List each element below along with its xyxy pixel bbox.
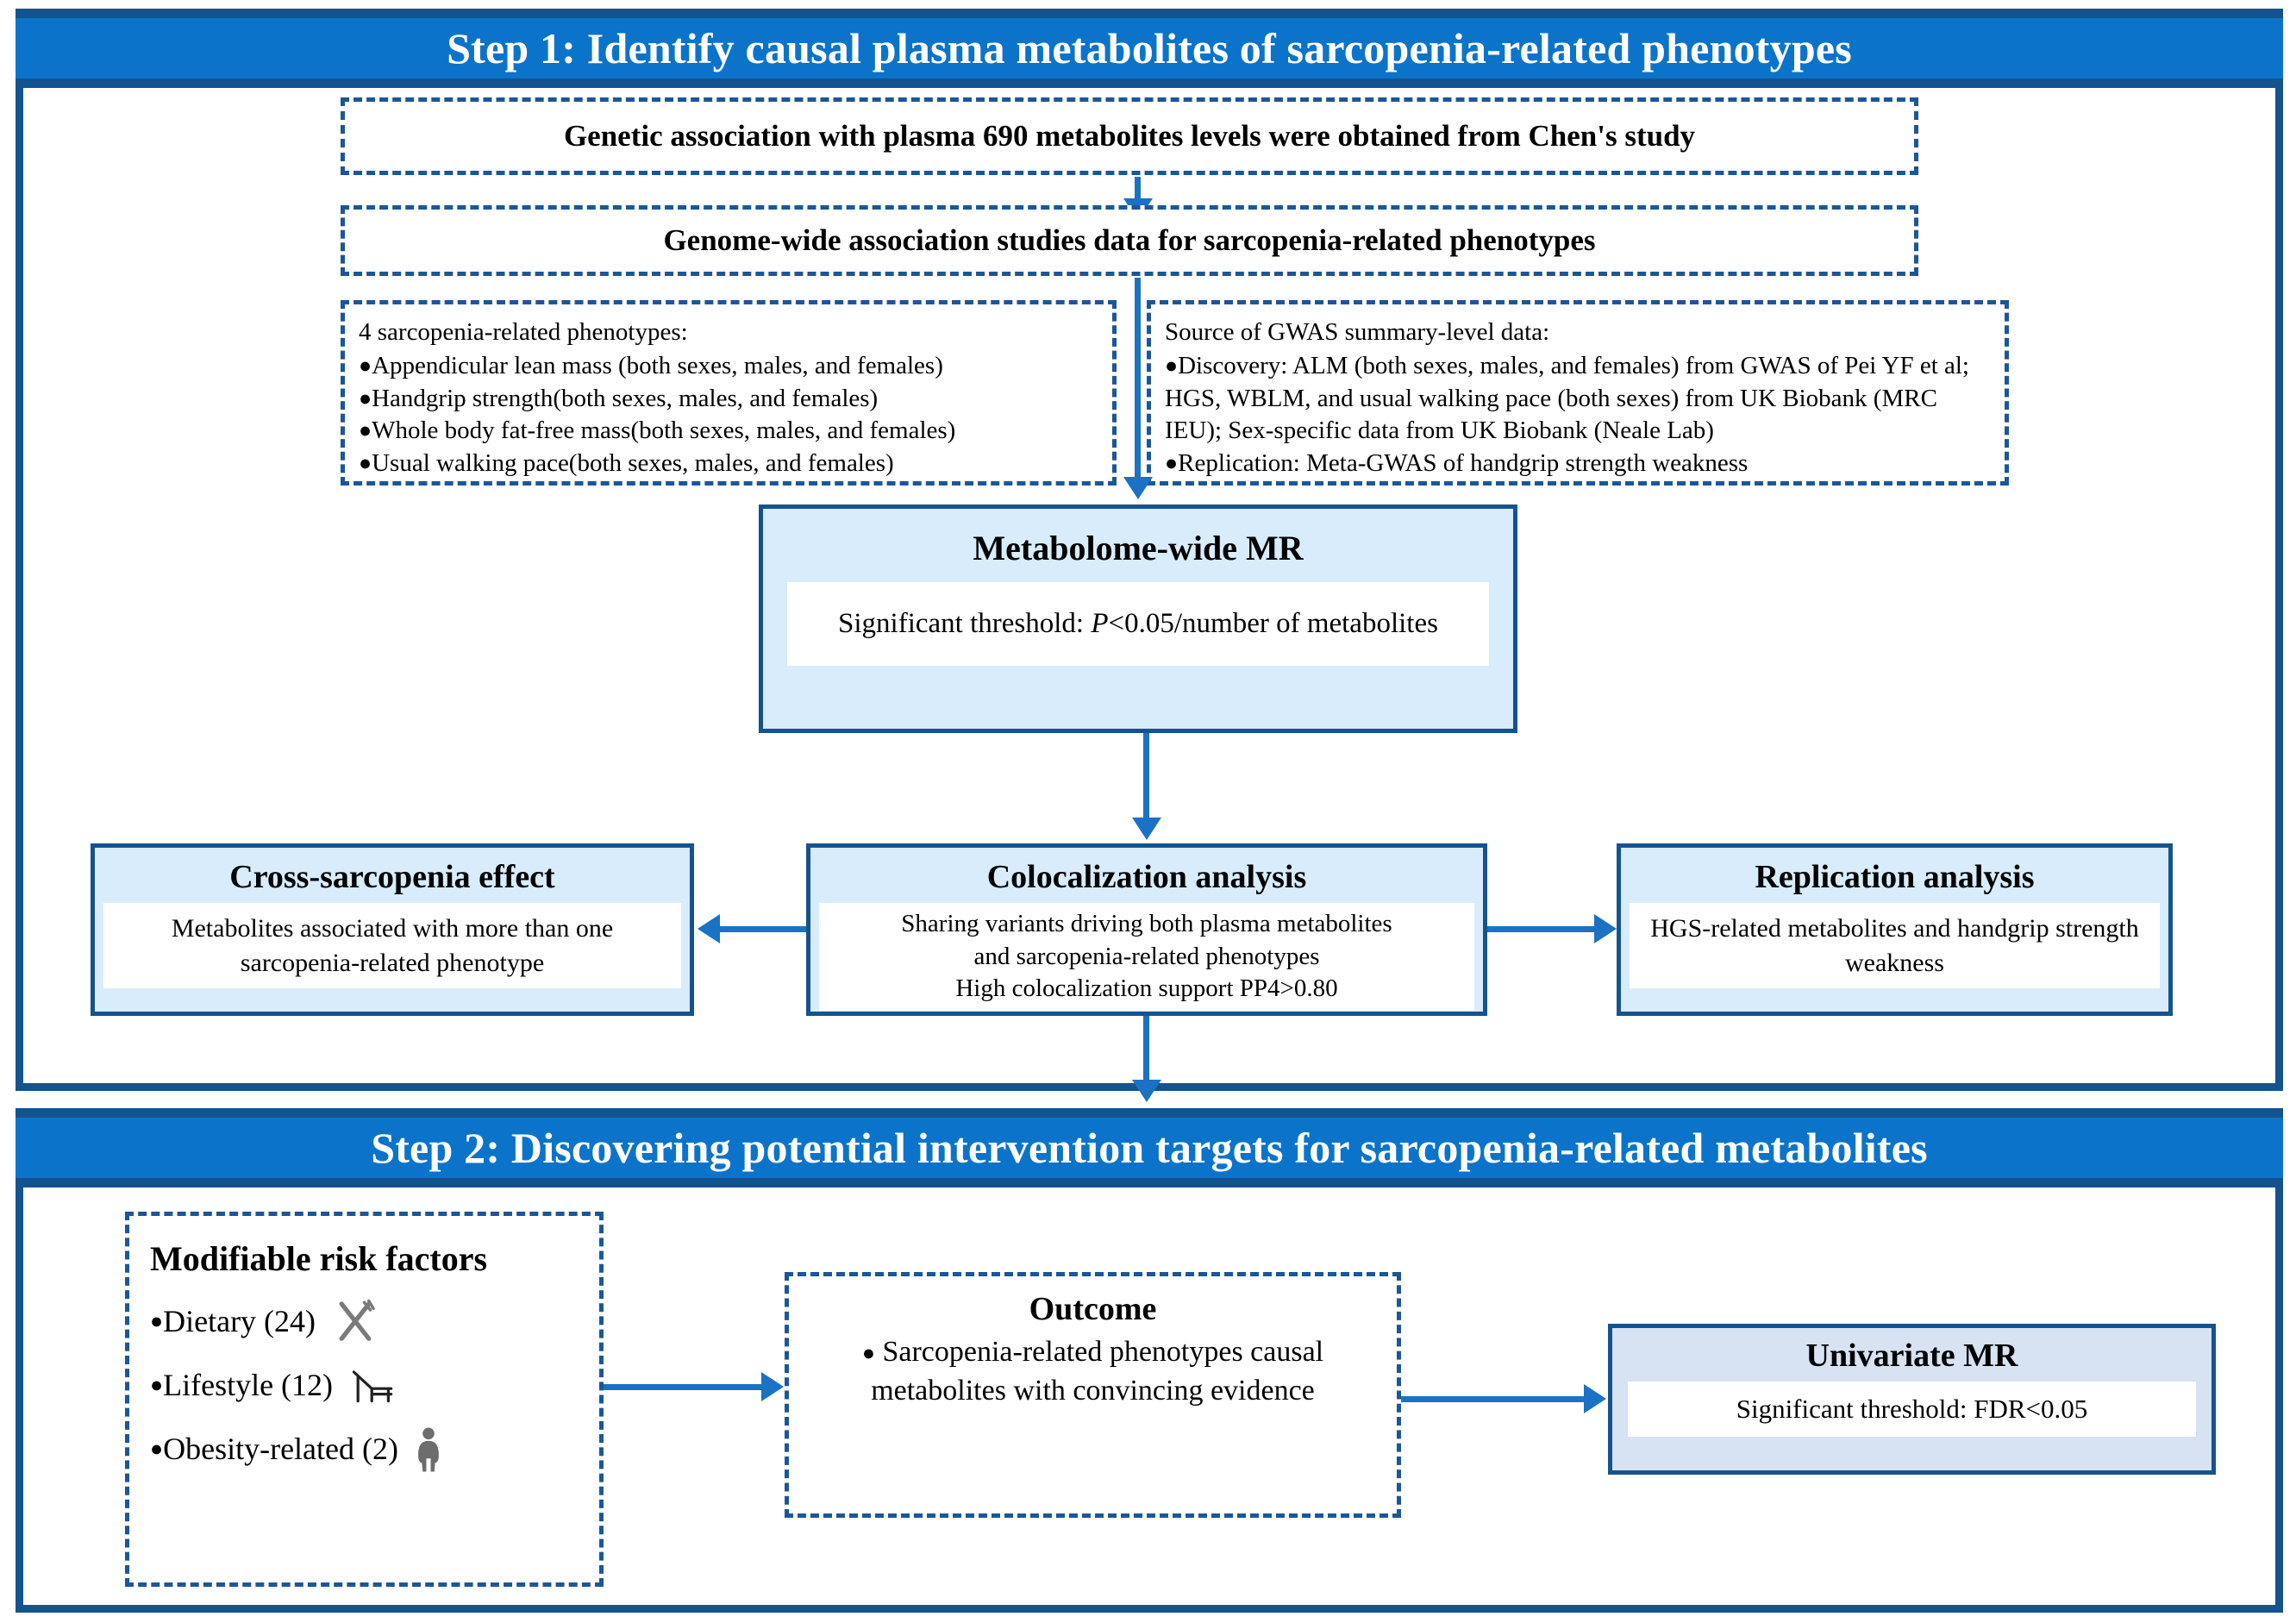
colocalization-line-1: Sharing variants driving both plasma met… — [901, 910, 1392, 937]
source-item: ●Replication: Meta-GWAS of handgrip stre… — [1165, 448, 1991, 480]
step1-banner-text: Step 1: Identify causal plasma metabolit… — [447, 24, 1852, 72]
outcome-text: Sarcopenia-related phenotypes causal met… — [871, 1336, 1324, 1407]
risk-factor-item-dietary: ● Dietary (24) — [150, 1298, 584, 1346]
step2-banner: Step 2: Discovering potential interventi… — [16, 1108, 2283, 1187]
phenotype-item: ●Appendicular lean mass (both sexes, mal… — [359, 350, 1098, 383]
outcome-box: Outcome ● Sarcopenia-related phenotypes … — [785, 1272, 1401, 1518]
threshold-prefix: Significant threshold: — [838, 608, 1092, 639]
colocalization-title: Colocalization analysis — [986, 859, 1307, 895]
metabolome-wide-mr-title: Metabolome-wide MR — [973, 529, 1304, 567]
metabolome-wide-mr-box: Metabolome-wide MR Significant threshold… — [759, 504, 1517, 733]
bullet-icon: ● — [359, 419, 372, 443]
phenotype-item: ●Usual walking pace(both sexes, males, a… — [359, 448, 1098, 480]
gwas-data-box: Genome-wide association studies data for… — [341, 205, 1918, 276]
chen-study-text: Genetic association with plasma 690 meta… — [563, 119, 1696, 153]
source-label: Replication: Meta-GWAS of handgrip stren… — [1178, 449, 1749, 478]
bullet-icon: ● — [1165, 354, 1179, 379]
bullet-icon: ● — [1165, 452, 1179, 476]
step1-banner: Step 1: Identify causal plasma metabolit… — [16, 9, 2283, 88]
colocalization-body: Sharing variants driving both plasma met… — [819, 903, 1474, 1012]
bullet-icon: ● — [359, 452, 372, 476]
cross-sarcopenia-effect-box: Cross-sarcopenia effect Metabolites asso… — [91, 843, 694, 1016]
phenotype-item: ●Handgrip strength(both sexes, males, an… — [359, 383, 1098, 416]
chen-study-source-box: Genetic association with plasma 690 meta… — [341, 97, 1918, 175]
step2-banner-text: Step 2: Discovering potential interventi… — [371, 1124, 1928, 1172]
phenotype-label: Handgrip strength(both sexes, males, and… — [372, 384, 879, 412]
bullet-icon: ● — [359, 354, 372, 379]
threshold-suffix: <0.05/number of metabolites — [1108, 608, 1438, 639]
phenotype-item: ●Whole body fat-free mass(both sexes, ma… — [359, 415, 1098, 448]
bullet-icon: ● — [359, 386, 372, 410]
modifiable-risk-factors-box: Modifiable risk factors ● Dietary (24) — [125, 1212, 604, 1587]
phenotype-label: Appendicular lean mass (both sexes, male… — [372, 352, 943, 380]
fork-knife-icon — [331, 1298, 379, 1346]
gwas-data-text: Genome-wide association studies data for… — [663, 223, 1596, 257]
metabolome-wide-mr-threshold: Significant threshold: P<0.05/number of … — [787, 582, 1489, 666]
phenotype-label: Whole body fat-free mass(both sexes, mal… — [372, 417, 956, 445]
phenotypes-heading: 4 sarcopenia-related phenotypes: — [359, 318, 688, 346]
risk-factor-label: Dietary (24) — [163, 1304, 316, 1339]
risk-factor-item-obesity: ● Obesity-related (2) — [150, 1426, 584, 1474]
risk-factors-title: Modifiable risk factors — [150, 1239, 488, 1278]
person-icon — [414, 1426, 443, 1474]
source-item: ●Discovery: ALM (both sexes, males, and … — [1165, 350, 1991, 448]
colocalization-line-3: High colocalization support PP4>0.80 — [955, 974, 1338, 1003]
phenotype-label: Usual walking pace(both sexes, males, an… — [372, 449, 894, 478]
outcome-body: ● Sarcopenia-related phenotypes causal m… — [804, 1333, 1381, 1411]
cross-sarcopenia-title: Cross-sarcopenia effect — [229, 859, 555, 895]
cross-sarcopenia-body: Metabolites associated with more than on… — [103, 903, 681, 989]
replication-analysis-box: Replication analysis HGS-related metabol… — [1617, 843, 2173, 1016]
bullet-icon: ● — [150, 1310, 164, 1334]
deck-chair-icon — [348, 1365, 397, 1407]
threshold-p-symbol: P — [1091, 608, 1109, 639]
bullet-icon: ● — [150, 1438, 164, 1462]
sources-heading: Source of GWAS summary-level data: — [1165, 318, 1550, 346]
replication-title: Replication analysis — [1755, 859, 2035, 895]
source-label: Discovery: ALM (both sexes, males, and f… — [1165, 352, 1969, 445]
replication-body: HGS-related metabolites and handgrip str… — [1630, 903, 2160, 989]
bullet-icon: ● — [150, 1374, 164, 1398]
bullet-icon: ● — [861, 1342, 875, 1365]
phenotypes-list-box: 4 sarcopenia-related phenotypes: ●Append… — [341, 300, 1117, 486]
univariate-mr-threshold: Significant threshold: FDR<0.05 — [1628, 1382, 2196, 1437]
risk-factor-item-lifestyle: ● Lifestyle (12) — [150, 1365, 584, 1407]
univariate-mr-title: Univariate MR — [1805, 1338, 2018, 1374]
colocalization-line-2: and sarcopenia-related phenotypes — [973, 942, 1320, 970]
outcome-title: Outcome — [1029, 1291, 1157, 1327]
risk-factor-label: Lifestyle (12) — [163, 1368, 334, 1403]
risk-factor-label: Obesity-related (2) — [163, 1432, 398, 1467]
colocalization-analysis-box: Colocalization analysis Sharing variants… — [806, 843, 1487, 1016]
univariate-mr-box: Univariate MR Significant threshold: FDR… — [1608, 1324, 2216, 1475]
gwas-sources-box: Source of GWAS summary-level data: ●Disc… — [1147, 300, 2009, 486]
